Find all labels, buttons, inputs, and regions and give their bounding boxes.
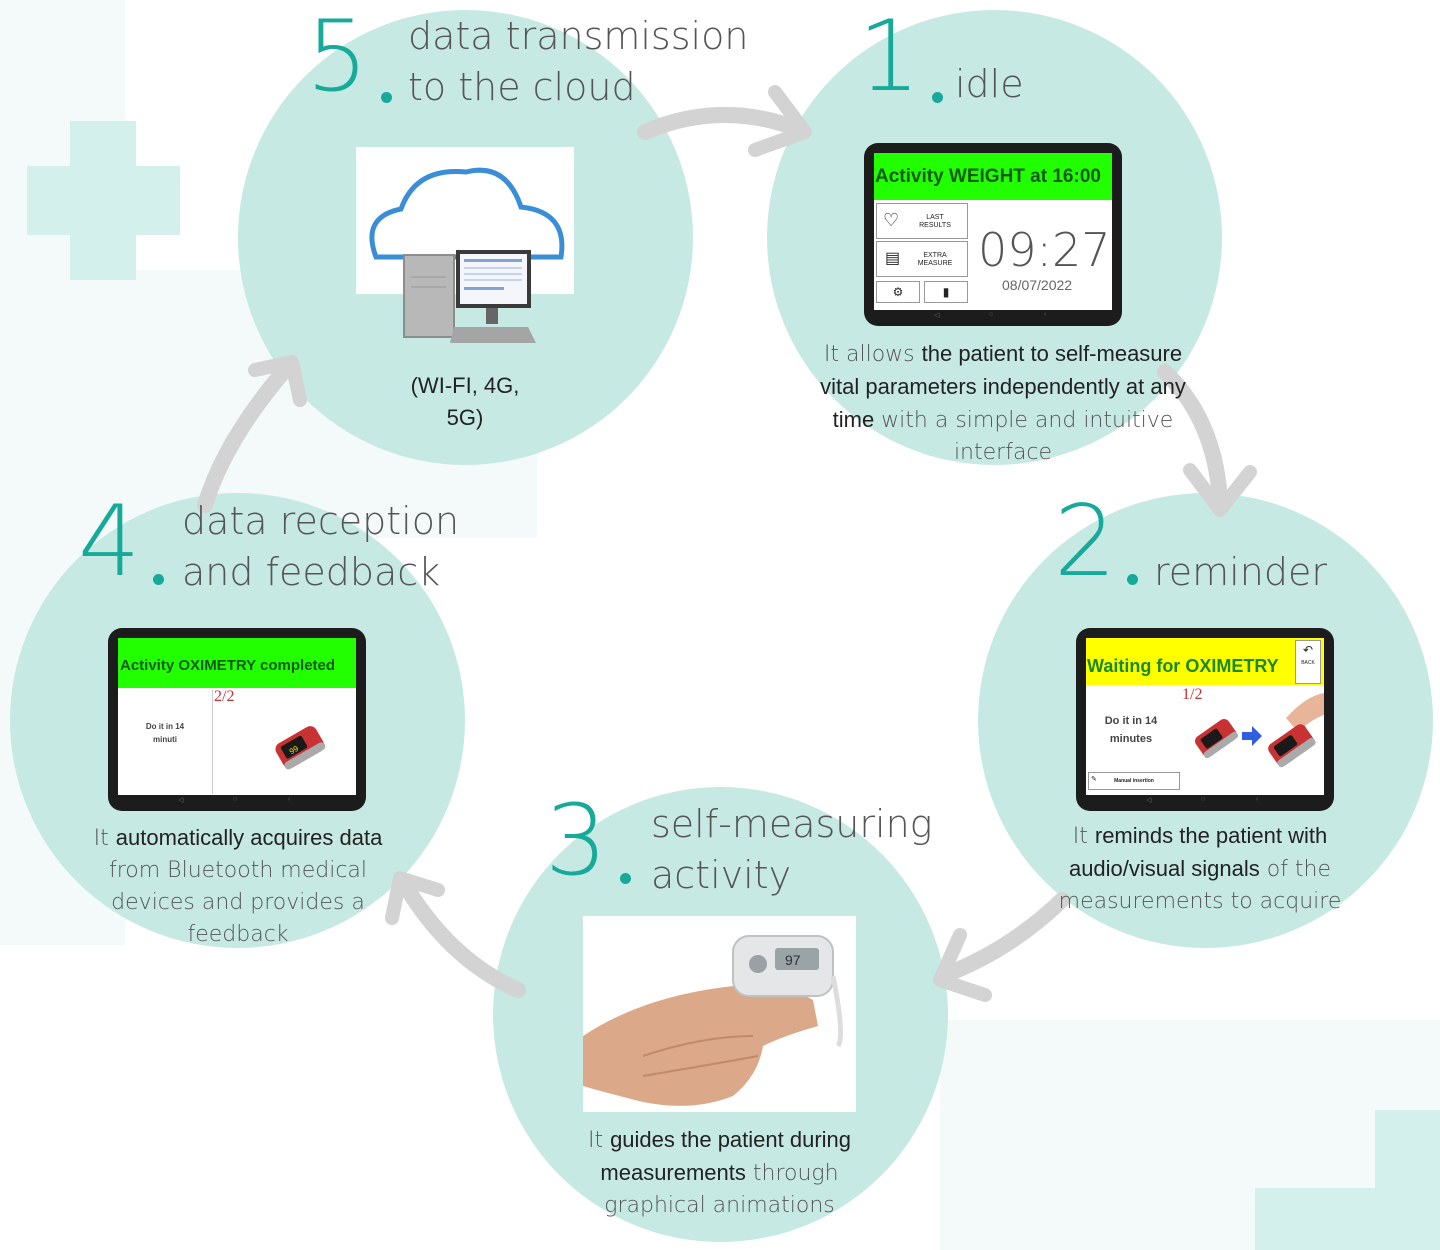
timer-panel: Do it in 14 minuti: [118, 690, 213, 794]
step4-description: It automatically acquires data from Blue…: [93, 825, 383, 947]
oximeter-reading: 97: [785, 952, 801, 968]
step3-title-line1: self-measuring: [651, 802, 933, 846]
step5-title-line2: to the cloud: [408, 65, 636, 109]
step1-dot: [932, 92, 943, 103]
hand-shape: [583, 985, 818, 1106]
nav-recent-icon[interactable]: ‹: [1256, 796, 1259, 803]
bg-square-bottom-right-2: [1255, 1188, 1440, 1250]
step1-description: It allows the patient to self-measure vi…: [820, 341, 1186, 465]
nav-recent-icon[interactable]: ‹: [1044, 311, 1047, 318]
finger-icon: [1286, 693, 1324, 732]
step3-description: It guides the patient during measurement…: [587, 1127, 852, 1218]
step4-title-line2: and feedback: [182, 550, 441, 594]
activity-counter: 2/2: [214, 688, 235, 705]
oximeter-open-icon: [1195, 719, 1239, 759]
exit-button[interactable]: ▮: [924, 281, 968, 303]
settings-button[interactable]: ⚙: [876, 281, 920, 303]
clock-display: 09:27: [978, 223, 1111, 277]
arrow-2-to-3: [937, 892, 1070, 983]
waiting-banner: Waiting for OXIMETRY: [1086, 638, 1324, 685]
arrow-5-to-1: [637, 106, 803, 140]
tablet-screen: Activity WEIGHT at 16:00 ♡ LAST RESULTS …: [874, 153, 1112, 310]
arrowhead-1: [748, 85, 812, 157]
edit-icon: ✎: [1091, 776, 1097, 783]
step4-tablet: Activity OXIMETRY completed Do it in 14 …: [108, 628, 366, 811]
step2-description: It reminds the patient with audio/visual…: [1058, 823, 1342, 914]
nav-back-icon[interactable]: ◁: [1146, 797, 1152, 804]
step1-tablet: Activity WEIGHT at 16:00 ♡ LAST RESULTS …: [864, 143, 1122, 326]
arrowhead-2: [1183, 463, 1257, 517]
tablet-screen: Waiting for OXIMETRY ↶ BACK 1/2 Do it in…: [1086, 638, 1324, 795]
door-icon: ▮: [942, 285, 950, 299]
computer-tower-icon: [403, 254, 455, 338]
android-navbar: ◁ ○ ‹: [118, 796, 356, 808]
arrow-right-icon: [1242, 726, 1262, 746]
android-navbar: ◁ ○ ‹: [874, 311, 1112, 323]
oximeter-animation: [1195, 693, 1324, 768]
cloud-computer-illustration: [356, 147, 574, 343]
keyboard-icon: [450, 327, 536, 343]
step2-tablet: Waiting for OXIMETRY ↶ BACK 1/2 Do it in…: [1076, 628, 1334, 811]
step4-title-line1: data reception: [182, 499, 460, 543]
last-results-button[interactable]: ♡ LAST RESULTS: [876, 203, 968, 239]
timer-text: Do it in 14 minutes: [1104, 715, 1158, 745]
oximeter-cord: [830, 975, 844, 1048]
tablet-screen: Activity OXIMETRY completed Do it in 14 …: [118, 638, 356, 795]
step3-number: 3: [545, 784, 608, 898]
step1-title: idle: [955, 62, 1024, 106]
step4-dot: [153, 574, 164, 585]
step3-dot: [620, 873, 631, 884]
step2-title: reminder: [1154, 550, 1327, 594]
gear-icon: ⚙: [892, 285, 904, 299]
step2-dot: [1127, 574, 1138, 585]
step5-title-line1: data transmission: [408, 14, 749, 58]
arrowhead-5: [248, 355, 307, 407]
arrow-4-to-5: [197, 362, 293, 513]
arrow-1-to-2: [1157, 364, 1228, 508]
completed-banner: Activity OXIMETRY completed: [118, 638, 356, 688]
nav-recent-icon[interactable]: ‹: [288, 796, 291, 803]
undo-arrow-icon: ↶: [1302, 643, 1314, 657]
step5-number: 5: [306, 0, 369, 114]
manual-insertion-button[interactable]: ✎ Manual insertion: [1088, 772, 1180, 790]
arrowhead-4: [385, 871, 445, 925]
oximeter-on-finger-icon: [1268, 724, 1316, 768]
date-display: 08/07/2022: [1002, 277, 1073, 293]
extra-measure-button[interactable]: ▤ EXTRA MEASURE: [876, 241, 968, 277]
bg-plus-vertical: [70, 121, 136, 280]
oximeter-device-icon: 99: [275, 726, 326, 770]
step2-number: 2: [1054, 485, 1117, 599]
step1-number: 1: [858, 0, 921, 114]
android-navbar: ◁ ○ ‹: [1086, 796, 1324, 808]
activity-counter: 1/2: [1182, 686, 1203, 703]
extra-measure-label: EXTRA MEASURE: [917, 252, 953, 267]
manual-insertion-label: Manual insertion: [1114, 778, 1154, 784]
step3-title-line2: activity: [651, 853, 792, 897]
activity-banner: Activity WEIGHT at 16:00: [874, 153, 1112, 200]
step4-number: 4: [78, 485, 141, 599]
last-results-label: LAST RESULTS: [919, 214, 951, 229]
heart-icon: ♡: [883, 210, 900, 230]
arrow-3-to-4: [397, 877, 526, 998]
nav-home-icon[interactable]: ○: [1201, 796, 1206, 803]
step5-caption: (WI-FI, 4G, 5G): [410, 373, 520, 430]
back-button[interactable]: ↶ BACK: [1295, 640, 1321, 684]
nav-home-icon[interactable]: ○: [233, 796, 238, 803]
finger-oximeter-photo: 97: [583, 916, 856, 1112]
document-icon: ▤: [885, 250, 901, 267]
step5-dot: [381, 92, 392, 103]
arrowhead-3: [933, 928, 992, 1002]
oximeter-display: [775, 948, 819, 970]
nav-home-icon[interactable]: ○: [989, 311, 994, 318]
cloud-icon: [369, 167, 565, 260]
nav-back-icon[interactable]: ◁: [934, 312, 940, 319]
nav-back-icon[interactable]: ◁: [178, 797, 184, 804]
timer-text: Do it in 14 minuti: [145, 722, 185, 744]
back-label: BACK: [1301, 660, 1315, 666]
